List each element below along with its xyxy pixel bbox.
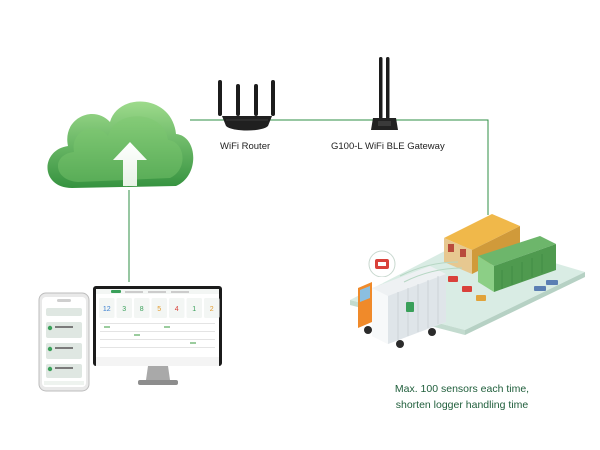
monitor-tile [99, 298, 115, 318]
monitor-tile [134, 298, 150, 318]
gateway-label: G100-L WiFi BLE Gateway [331, 141, 445, 152]
monitor-tile [204, 298, 220, 318]
cloud-upload-icon [47, 101, 194, 188]
monitor-tile-value: 8 [140, 306, 144, 313]
monitor-tile-value: 12 [103, 306, 111, 313]
monitor-tile [169, 298, 185, 318]
monitor-tile-value: 3 [122, 306, 126, 313]
monitor-tile [151, 298, 167, 318]
monitor-tile-value: 2 [210, 306, 214, 313]
delivery-truck-icon [358, 266, 446, 348]
connector-lines [128, 119, 489, 282]
signal-waves-icon [399, 261, 463, 283]
forklift-icon [448, 276, 558, 301]
warehouse-scene [350, 214, 585, 348]
gateway-icon [371, 57, 398, 130]
monitor-tile-value: 4 [175, 306, 179, 313]
router-label: WiFi Router [220, 141, 271, 152]
caption: Max. 100 sensors each time, shorten logg… [352, 381, 572, 413]
caption-line-2: shorten logger handling time [395, 399, 529, 411]
caption-line-1: Max. 100 sensors each time, [394, 383, 530, 395]
upload-arrow-icon [113, 142, 147, 186]
smartphone-icon [38, 292, 90, 392]
monitor-tile [116, 298, 132, 318]
sensor-bubble-icon [368, 250, 396, 284]
wifi-router-icon [218, 80, 275, 131]
cloud-to-router-line [190, 119, 489, 215]
monitor-tile-value: 1 [192, 306, 196, 313]
monitor-tile-value: 5 [157, 306, 161, 313]
monitor-tile [186, 298, 202, 318]
warehouse-building [444, 214, 556, 292]
